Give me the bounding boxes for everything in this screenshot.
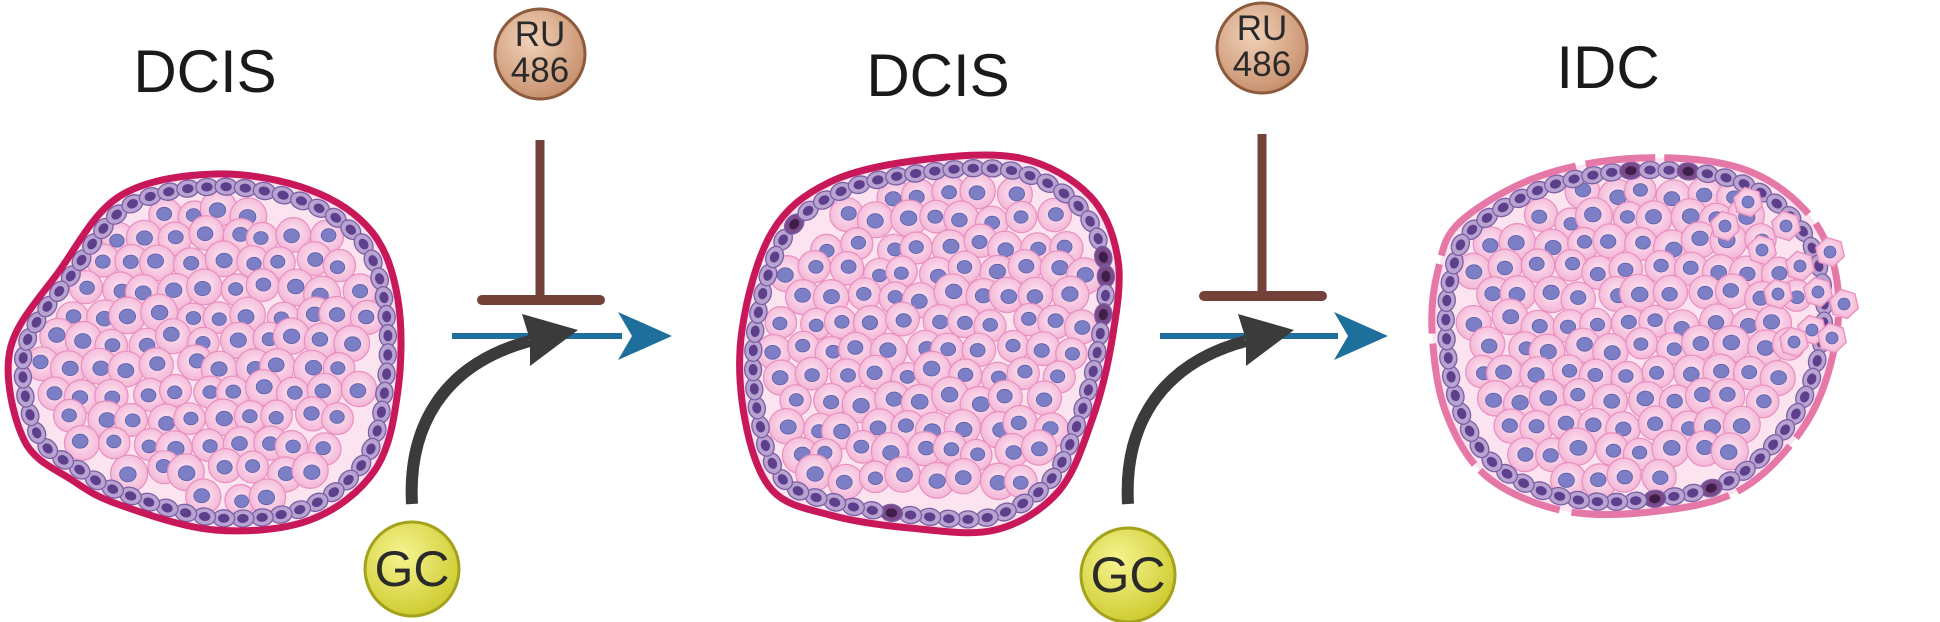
duct-idc — [1428, 154, 1860, 519]
myoepithelial-layer — [1436, 160, 1834, 511]
ru486-label-line1: RU — [1237, 9, 1288, 48]
ru486-label-line2: 486 — [511, 51, 569, 90]
myoepithelial-layer — [13, 177, 398, 528]
ru486-badge: RU 486 — [1215, 1, 1309, 95]
curved-arrow-icon — [405, 314, 578, 505]
basement-membrane — [4, 170, 405, 535]
tumor-cell-cluster — [1431, 157, 1839, 515]
transition-1: RU 486 GC — [363, 7, 672, 618]
transition-2: RU 486 GC — [1079, 1, 1388, 622]
tumor-cell-cluster — [739, 154, 1120, 533]
ru486-badge: RU 486 — [493, 7, 587, 101]
stage-label-idc: IDC — [1556, 34, 1659, 101]
gc-label: GC — [1091, 547, 1166, 603]
gc-badge: GC — [363, 520, 461, 618]
gc-label: GC — [375, 541, 450, 597]
stage-label-dcis-2: DCIS — [866, 42, 1009, 109]
stage-label-dcis-1: DCIS — [133, 38, 276, 105]
invading-tumor-cells — [1709, 186, 1860, 358]
curved-arrow-icon — [1121, 314, 1294, 505]
gc-badge: GC — [1079, 526, 1177, 622]
duct-dcis-late — [736, 151, 1123, 537]
basement-membrane — [736, 151, 1123, 537]
duct-dcis-early — [4, 170, 405, 535]
ru486-label-line1: RU — [515, 15, 566, 54]
t-bar-inhibition-icon — [477, 140, 605, 305]
broken-basement-membrane — [1428, 154, 1843, 519]
myoepithelial-layer — [743, 159, 1116, 529]
ru486-label-line2: 486 — [1233, 45, 1291, 84]
tumor-cell-cluster — [8, 173, 402, 531]
t-bar-inhibition-icon — [1199, 134, 1327, 301]
